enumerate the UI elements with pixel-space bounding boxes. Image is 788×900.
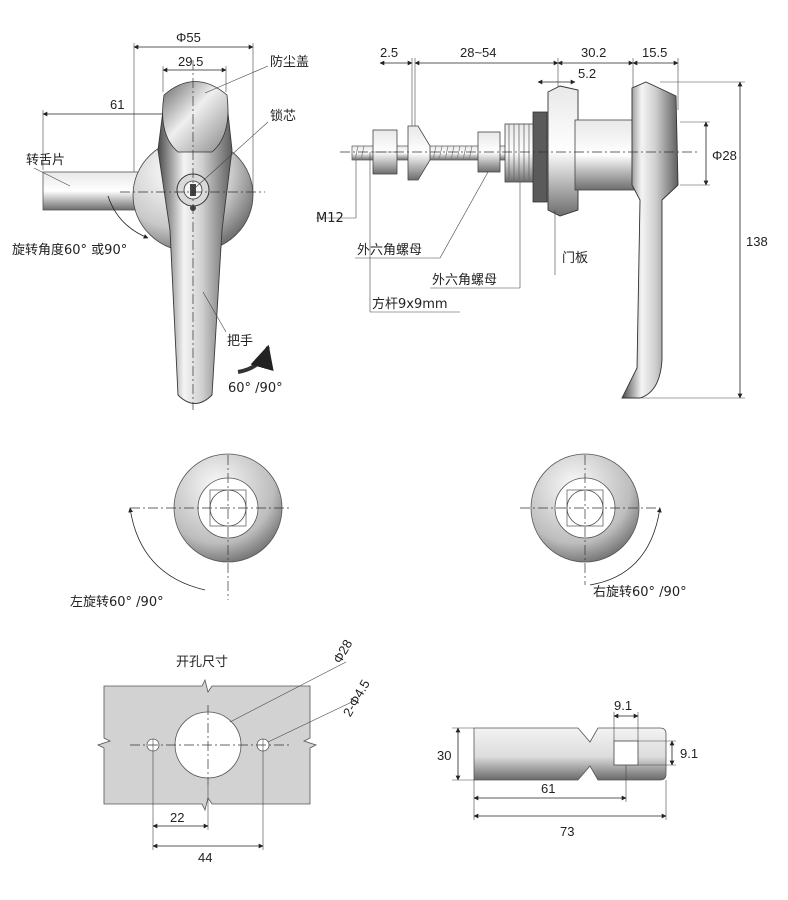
side-view: 2.5 28~54 30.2 15.5 5.2: [316, 45, 768, 399]
side-flange: [547, 85, 579, 217]
dim-boss-dia: Φ28: [712, 148, 737, 163]
dim-height: 138: [746, 234, 768, 249]
label-door-panel: 门板: [562, 251, 588, 266]
dim-width: 29.5: [178, 54, 203, 69]
dim-outer-dia: Φ55: [176, 30, 201, 45]
dim-holes-small: 2-Φ4.5: [340, 677, 373, 719]
side-body: [574, 119, 638, 191]
dim-hole: Φ28: [330, 637, 355, 666]
dim-sq-w: 9.1: [614, 698, 632, 713]
dim-handle: 15.5: [642, 45, 667, 60]
cutout-title: 开孔尺寸: [176, 655, 228, 670]
label-hex-nut-2: 外六角螺母: [432, 273, 497, 288]
label-hex-nut-1: 外六角螺母: [357, 243, 422, 258]
dim-flange: 5.2: [578, 66, 596, 81]
label-square-bar: 方杆9x9mm: [372, 296, 448, 312]
handle-rotate-arrow: [237, 344, 274, 374]
label-handle: 把手: [227, 334, 253, 349]
rotation-left: 左旋转60° /90°: [70, 453, 290, 610]
dim-73: 73: [560, 824, 574, 839]
rotation-right: 右旋转60° /90°: [520, 453, 687, 600]
dim-tongue-reach: 61: [110, 97, 124, 112]
dim-body: 30.2: [581, 45, 606, 60]
label-lock-core: 锁芯: [270, 108, 296, 124]
side-tongue-plate: [407, 125, 431, 181]
threaded-body: [504, 123, 536, 183]
dim-22: 22: [170, 810, 184, 825]
label-rotation: 旋转角度60° 或90°: [12, 242, 127, 258]
dim-tongue-height: 30: [437, 748, 451, 763]
tongue-view: 9.1 9.1 30 61 73: [437, 698, 698, 839]
label-dust-cover: 防尘盖: [270, 54, 309, 70]
dim-plate: 2.5: [380, 45, 398, 60]
label-tongue: 转舌片: [26, 153, 65, 168]
door-nut: [532, 111, 548, 203]
label-handle-angle: 60° /90°: [228, 381, 283, 396]
dim-44: 44: [198, 850, 212, 865]
rotation-left-label: 左旋转60° /90°: [70, 595, 164, 610]
label-thread: M12: [316, 211, 344, 226]
dim-sq-h: 9.1: [680, 746, 698, 761]
dim-grip: 28~54: [460, 45, 497, 60]
rotation-right-label: 右旋转60° /90°: [593, 585, 687, 600]
dim-61: 61: [541, 781, 555, 796]
cutout-view: 开孔尺寸 22 44 Φ28 2-Φ4.5: [96, 637, 373, 865]
dust-cover: [162, 81, 229, 153]
front-view: Φ55 29.5 61 防尘盖 锁芯 转舌片 旋转角度60° 或90°: [12, 30, 309, 410]
tongue-square-hole: [613, 740, 639, 766]
